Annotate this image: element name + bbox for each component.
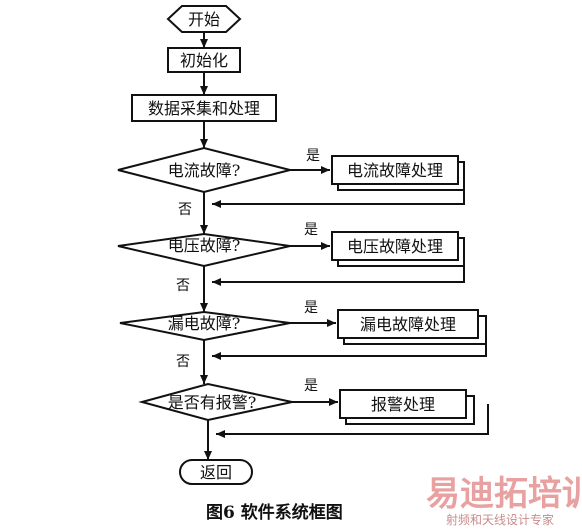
start-label: 开始 [188,10,220,29]
no-label-2: 否 [176,278,190,294]
no-label-3: 否 [176,354,190,370]
leakage-fault-decision: 漏电故障? [119,310,291,342]
voltage-fault-handle-node: 电压故障处理 [331,231,465,267]
return-label: 返回 [200,463,232,482]
yes-label-1: 是 [306,148,320,164]
alarm-handle-node: 报警处理 [339,389,475,425]
current-fault-handle-label: 电流故障处理 [347,161,443,180]
init-node: 初始化 [167,47,241,73]
alarm-decision: 是否有报警? [138,382,293,422]
figure-caption: 图6 软件系统框图 [206,502,343,523]
watermark-logo: 易迪拓培训 射频和天线设计专家 [426,474,582,527]
current-fault-decision: 电流故障? [117,146,291,194]
acquire-node: 数据采集和处理 [131,94,277,122]
yes-label-2: 是 [304,222,318,238]
acquire-label: 数据采集和处理 [148,99,260,118]
return-node: 返回 [179,459,253,485]
leakage-fault-handle-node: 漏电故障处理 [337,309,487,345]
current-fault-handle-node: 电流故障处理 [331,155,465,191]
yes-label-3: 是 [304,300,318,316]
voltage-fault-decision: 电压故障? [117,232,291,268]
watermark-sub: 射频和天线设计专家 [446,512,554,527]
alarm-question: 是否有报警? [168,393,257,412]
no-label-1: 否 [178,202,192,218]
yes-label-4: 是 [304,378,318,394]
alarm-handle-label: 报警处理 [371,395,435,414]
watermark-main: 易迪拓培训 [426,474,582,514]
start-node: 开始 [166,5,242,33]
current-fault-question: 电流故障? [168,161,241,180]
init-label: 初始化 [180,51,228,70]
voltage-fault-question: 电压故障? [168,236,241,255]
leakage-fault-handle-label: 漏电故障处理 [360,315,456,334]
leakage-fault-question: 漏电故障? [168,314,241,333]
voltage-fault-handle-label: 电压故障处理 [347,237,443,256]
